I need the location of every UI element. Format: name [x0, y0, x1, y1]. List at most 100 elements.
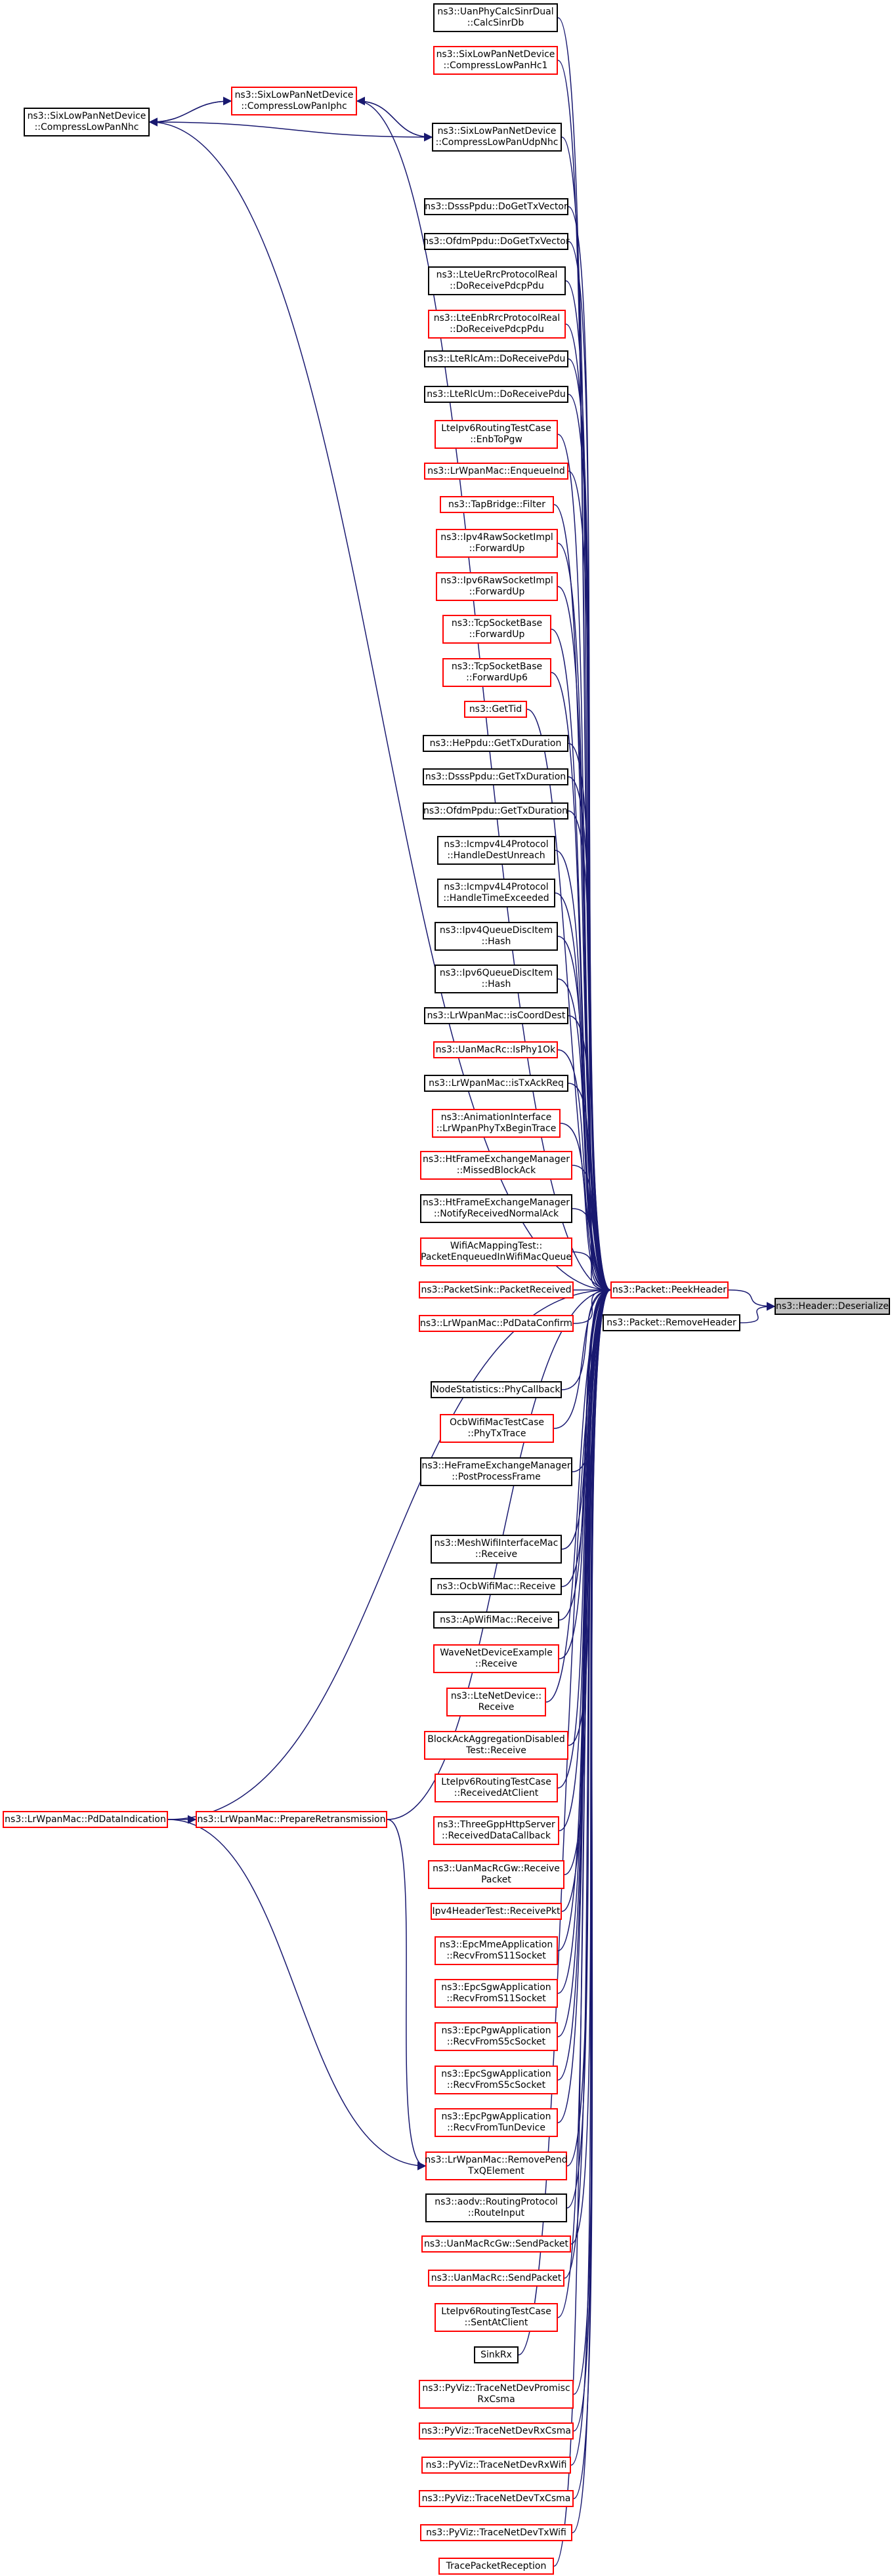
node-ipv4raw-forwardup[interactable]: ns3::Ipv4RawSocketImpl::ForwardUp	[436, 529, 558, 558]
node-uanmacrc-sendpacket[interactable]: ns3::UanMacRc::SendPacket	[428, 2270, 564, 2287]
node-label-line: ns3::HtFrameExchangeManager	[423, 1154, 570, 1165]
node-wavenet-receive[interactable]: WaveNetDeviceExample::Receive	[433, 1644, 559, 1673]
node-label-line: ::ForwardUp6	[466, 673, 528, 683]
node-meshwifi-receive[interactable]: ns3::MeshWifiInterfaceMac::Receive	[431, 1535, 562, 1564]
node-sixlowpan-compress-nhc[interactable]: ns3::SixLowPanNetDevice::CompressLowPanN…	[24, 108, 150, 136]
node-ipv4queue-hash[interactable]: ns3::Ipv4QueueDiscItem::Hash	[435, 922, 558, 951]
node-label-line: ns3::Ipv4RawSocketImpl	[440, 532, 553, 543]
node-lrwpan-enqueueind[interactable]: ns3::LrWpanMac::EnqueueInd	[424, 463, 568, 480]
node-ofdm-gettxvector[interactable]: ns3::OfdmPpdu::DoGetTxVector	[423, 233, 570, 250]
node-ltenetdevice-receive[interactable]: ns3::LteNetDevice::Receive	[446, 1688, 546, 1716]
node-label-line: ::RouteInput	[467, 2208, 525, 2218]
node-he-gettxduration[interactable]: ns3::HePpdu::GetTxDuration	[423, 735, 568, 752]
edge-anim-lrwpan-phytx-to-packet-peekheader	[560, 1123, 612, 1295]
node-pyviz-rxwifi[interactable]: ns3::PyViz::TraceNetDevRxWifi	[421, 2457, 571, 2474]
node-label-line: ns3::UanMacRc::SendPacket	[431, 2272, 562, 2283]
node-gettid[interactable]: ns3::GetTid	[464, 701, 527, 718]
node-aodv-routeinput[interactable]: ns3::aodv::RoutingProtocol::RouteInput	[425, 2193, 567, 2222]
node-lterlcam-receive[interactable]: ns3::LteRlcAm::DoReceivePdu	[424, 350, 568, 367]
node-apwifimac-receive[interactable]: ns3::ApWifiMac::Receive	[433, 1611, 559, 1629]
node-sixlowpan-compress-iphc[interactable]: ns3::SixLowPanNetDevice::CompressLowPanI…	[231, 87, 357, 115]
node-uanmacrcgw-sendpacket[interactable]: ns3::UanMacRcGw::SendPacket	[421, 2235, 571, 2253]
node-lrwpan-pddataindication[interactable]: ns3::LrWpanMac::PdDataIndication	[3, 1811, 168, 1828]
node-pyviz-rxcsma[interactable]: ns3::PyViz::TraceNetDevRxCsma	[419, 2422, 574, 2440]
node-label-line: ns3::UanMacRcGw::SendPacket	[423, 2238, 568, 2249]
node-epcpgw-recvfroms5c[interactable]: ns3::EpcPgwApplication::RecvFromS5cSocke…	[435, 2022, 558, 2051]
node-epcpgw-recvfromtun[interactable]: ns3::EpcPgwApplication::RecvFromTunDevic…	[435, 2108, 558, 2137]
node-pyviz-txwifi[interactable]: ns3::PyViz::TraceNetDevTxWifi	[420, 2524, 572, 2541]
node-label-line: ns3::SixLowPanNetDevice	[234, 90, 354, 100]
node-lteue-receive-pdcp[interactable]: ns3::LteUeRrcProtocolReal::DoReceivePdcp…	[428, 266, 566, 295]
node-nodestatistics-phycallback[interactable]: NodeStatistics::PhyCallback	[431, 1381, 562, 1398]
node-he-postprocessframe[interactable]: ns3::HeFrameExchangeManager::PostProcess…	[420, 1457, 572, 1486]
node-ipv6raw-forwardup[interactable]: ns3::Ipv6RawSocketImpl::ForwardUp	[436, 572, 558, 601]
edge-ht-notifyreceivednormalack-to-packet-peekheader	[572, 1208, 612, 1295]
node-tapbridge-filter[interactable]: ns3::TapBridge::Filter	[440, 496, 554, 513]
node-epcsgw-recvfroms11[interactable]: ns3::EpcSgwApplication::RecvFromS11Socke…	[435, 1979, 558, 2008]
node-tcpsocket-forwardup[interactable]: ns3::TcpSocketBase::ForwardUp	[442, 615, 551, 644]
node-uanmacrc-isphy1ok[interactable]: ns3::UanMacRc::IsPhy1Ok	[433, 1041, 558, 1058]
node-label-line: Test::Receive	[466, 1745, 526, 1756]
node-label-line: ns3::Icmpv4L4Protocol	[444, 882, 549, 892]
node-label-line: ::PhyTxTrace	[467, 1428, 526, 1439]
node-epcmme-recvfroms11[interactable]: ns3::EpcMmeApplication::RecvFromS11Socke…	[435, 1936, 558, 1965]
node-lteipv6-sentatclient[interactable]: LteIpv6RoutingTestCase::SentAtClient	[435, 2303, 558, 2332]
node-sinkrx[interactable]: SinkRx	[474, 2346, 519, 2363]
node-ipv4header-receivepkt[interactable]: Ipv4HeaderTest::ReceivePkt	[431, 1903, 562, 1920]
node-lteipv6-receivedatclient[interactable]: LteIpv6RoutingTestCase::ReceivedAtClient	[435, 1774, 558, 1802]
node-label-line: ns3::DsssPpdu::DoGetTxVector	[425, 201, 568, 212]
node-label-line: ::CompressLowPanHc1	[443, 60, 548, 71]
node-packet-peekheader[interactable]: ns3::Packet::PeekHeader	[610, 1281, 729, 1298]
node-tracepacketreception[interactable]: TracePacketReception	[438, 2558, 554, 2575]
node-ipv6queue-hash[interactable]: ns3::Ipv6QueueDiscItem::Hash	[435, 965, 558, 993]
node-label-line: ns3::UanMacRc::IsPhy1Ok	[435, 1044, 556, 1055]
node-lteenb-receive-pdcp[interactable]: ns3::LteEnbRrcProtocolReal::DoReceivePdc…	[428, 310, 566, 339]
node-label-line: ns3::OfdmPpdu::DoGetTxVector	[423, 236, 570, 247]
edge-ocbwifimactest-phytxtrace-to-packet-peekheader	[553, 1285, 612, 1429]
edge-lrwpan-prepareretransmission-to-lrwpan-removependtx	[387, 1819, 427, 2171]
node-icmpv4-destunreach[interactable]: ns3::Icmpv4L4Protocol::HandleDestUnreach	[437, 836, 555, 865]
node-lrwpan-istxackreq[interactable]: ns3::LrWpanMac::isTxAckReq	[424, 1075, 568, 1092]
node-label-line: ns3::UanMacRcGw::Receive	[433, 1863, 560, 1874]
node-label-line: OcbWifiMacTestCase	[449, 1417, 545, 1428]
node-dsss-gettxvector[interactable]: ns3::DsssPpdu::DoGetTxVector	[424, 198, 568, 215]
edge-packet-peekheader-to-header-deserialize	[728, 1289, 776, 1311]
node-uan-calc-sinr[interactable]: ns3::UanPhyCalcSinrDual::CalcSinrDb	[433, 3, 558, 32]
node-ht-missedblockack[interactable]: ns3::HtFrameExchangeManager::MissedBlock…	[420, 1151, 572, 1180]
node-ofdm-gettxduration[interactable]: ns3::OfdmPpdu::GetTxDuration	[423, 802, 568, 820]
node-pyviz-txcsma[interactable]: ns3::PyViz::TraceNetDevTxCsma	[419, 2490, 574, 2507]
edge-tracepacketreception-to-packet-peekheader	[553, 1285, 612, 2567]
node-ht-notifyreceivednormalack[interactable]: ns3::HtFrameExchangeManager::NotifyRecei…	[420, 1194, 572, 1223]
node-label-line: ::Hash	[481, 936, 511, 947]
node-lrwpan-iscoorddest[interactable]: ns3::LrWpanMac::isCoordDest	[424, 1007, 568, 1024]
node-ocbwifimactest-phytxtrace[interactable]: OcbWifiMacTestCase::PhyTxTrace	[440, 1414, 554, 1443]
node-lteipv6-enbtopgw[interactable]: LteIpv6RoutingTestCase::EnbToPgw	[435, 420, 558, 449]
node-ocbwifimac-receive[interactable]: ns3::OcbWifiMac::Receive	[431, 1578, 562, 1595]
node-lrwpan-pddataconfirm[interactable]: ns3::LrWpanMac::PdDataConfirm	[419, 1315, 574, 1332]
node-label-line: ns3::LrWpanMac::PdDataIndication	[5, 1814, 166, 1825]
node-label-line: ::RecvFromS11Socket	[446, 1993, 546, 2004]
node-packetsink-received[interactable]: ns3::PacketSink::PacketReceived	[419, 1281, 574, 1298]
node-label-line: ::EnbToPgw	[470, 434, 522, 445]
node-sixlowpan-compress-hc1[interactable]: ns3::SixLowPanNetDevice::CompressLowPanH…	[433, 46, 558, 75]
node-sixlowpan-compress-udp-nhc[interactable]: ns3::SixLowPanNetDevice::CompressLowPanU…	[432, 123, 562, 152]
node-wifiacmapping-enqueued[interactable]: WifiAcMappingTest::PacketEnqueuedInWifiM…	[420, 1237, 572, 1266]
node-epcsgw-recvfroms5c[interactable]: ns3::EpcSgwApplication::RecvFromS5cSocke…	[435, 2066, 558, 2094]
edge-ltenetdevice-receive-to-packet-peekheader	[545, 1285, 612, 1703]
node-lrwpan-prepareretransmission[interactable]: ns3::LrWpanMac::PrepareRetransmission	[196, 1811, 387, 1828]
node-threegpp-receiveddatacallback[interactable]: ns3::ThreeGppHttpServer::ReceivedDataCal…	[433, 1816, 559, 1845]
node-tcpsocket-forwardup6[interactable]: ns3::TcpSocketBase::ForwardUp6	[442, 658, 551, 687]
node-label-line: ::CompressLowPanUdpNhc	[435, 137, 559, 148]
node-label-line: ns3::ApWifiMac::Receive	[440, 1614, 553, 1625]
node-label-line: ns3::LteEnbRrcProtocolReal	[433, 313, 561, 323]
node-packet-removeheader[interactable]: ns3::Packet::RemoveHeader	[603, 1314, 740, 1331]
node-icmpv4-timeexceeded[interactable]: ns3::Icmpv4L4Protocol::HandleTimeExceede…	[437, 879, 555, 907]
node-label-line: LteIpv6RoutingTestCase	[441, 423, 551, 434]
node-dsss-gettxduration[interactable]: ns3::DsssPpdu::GetTxDuration	[423, 768, 568, 785]
node-lterlcum-receive[interactable]: ns3::LteRlcUm::DoReceivePdu	[424, 386, 568, 403]
node-anim-lrwpan-phytx[interactable]: ns3::AnimationInterface::LrWpanPhyTxBegi…	[432, 1109, 561, 1138]
